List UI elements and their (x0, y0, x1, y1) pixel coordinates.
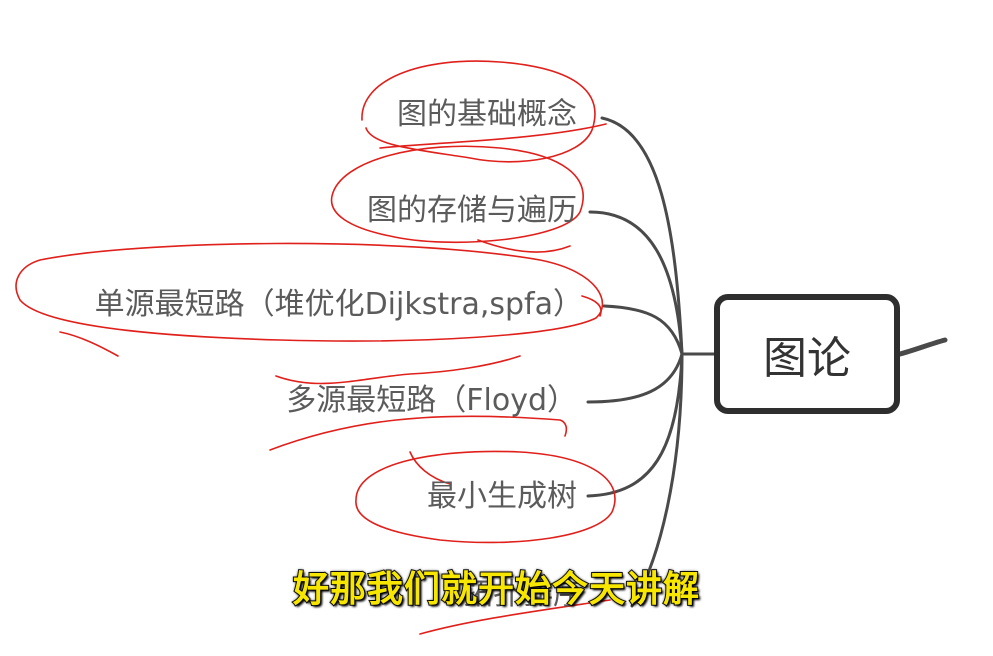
connector-branch-5 (586, 352, 684, 498)
ink-circle-3 (15, 242, 604, 342)
ink-stroke-4 (275, 355, 521, 385)
branch-topological-sort: 拓扑排序 (463, 577, 583, 612)
connector-branch-2 (588, 210, 684, 356)
ink-under-6 (419, 599, 611, 635)
ink-tail-3a (59, 331, 119, 357)
ink-tail-3b (581, 295, 602, 317)
branch-multi-source-shortest-path: 多源最短路（Floyd） (286, 383, 577, 418)
branch-graph-storage-traversal: 图的存储与遍历 (367, 193, 577, 228)
ink-underline-1 (379, 123, 607, 149)
root-node-label: 图论 (763, 333, 851, 384)
branch-graph-basics: 图的基础概念 (397, 97, 577, 132)
connector-branch-3 (602, 304, 684, 356)
connector-right (897, 337, 948, 357)
branch-minimum-spanning-tree: 最小生成树 (427, 479, 577, 514)
root-node[interactable]: 图论 (714, 294, 900, 414)
branch-single-source-shortest-path: 单源最短路（堆优化Dijkstra,spfa） (94, 287, 583, 322)
connector-branch-1 (600, 116, 684, 356)
connector-branch-4 (586, 352, 684, 404)
connector-branch-6 (630, 352, 684, 608)
ink-circle-1 (361, 60, 596, 163)
ink-circle-5 (355, 450, 616, 544)
ink-stroke-2 (477, 239, 571, 253)
ink-stroke-5 (409, 451, 451, 485)
video-subtitle: 好那我们就开始今天讲解 (292, 568, 700, 611)
ink-cross-4 (269, 415, 568, 451)
ink-circle-2 (330, 145, 584, 244)
